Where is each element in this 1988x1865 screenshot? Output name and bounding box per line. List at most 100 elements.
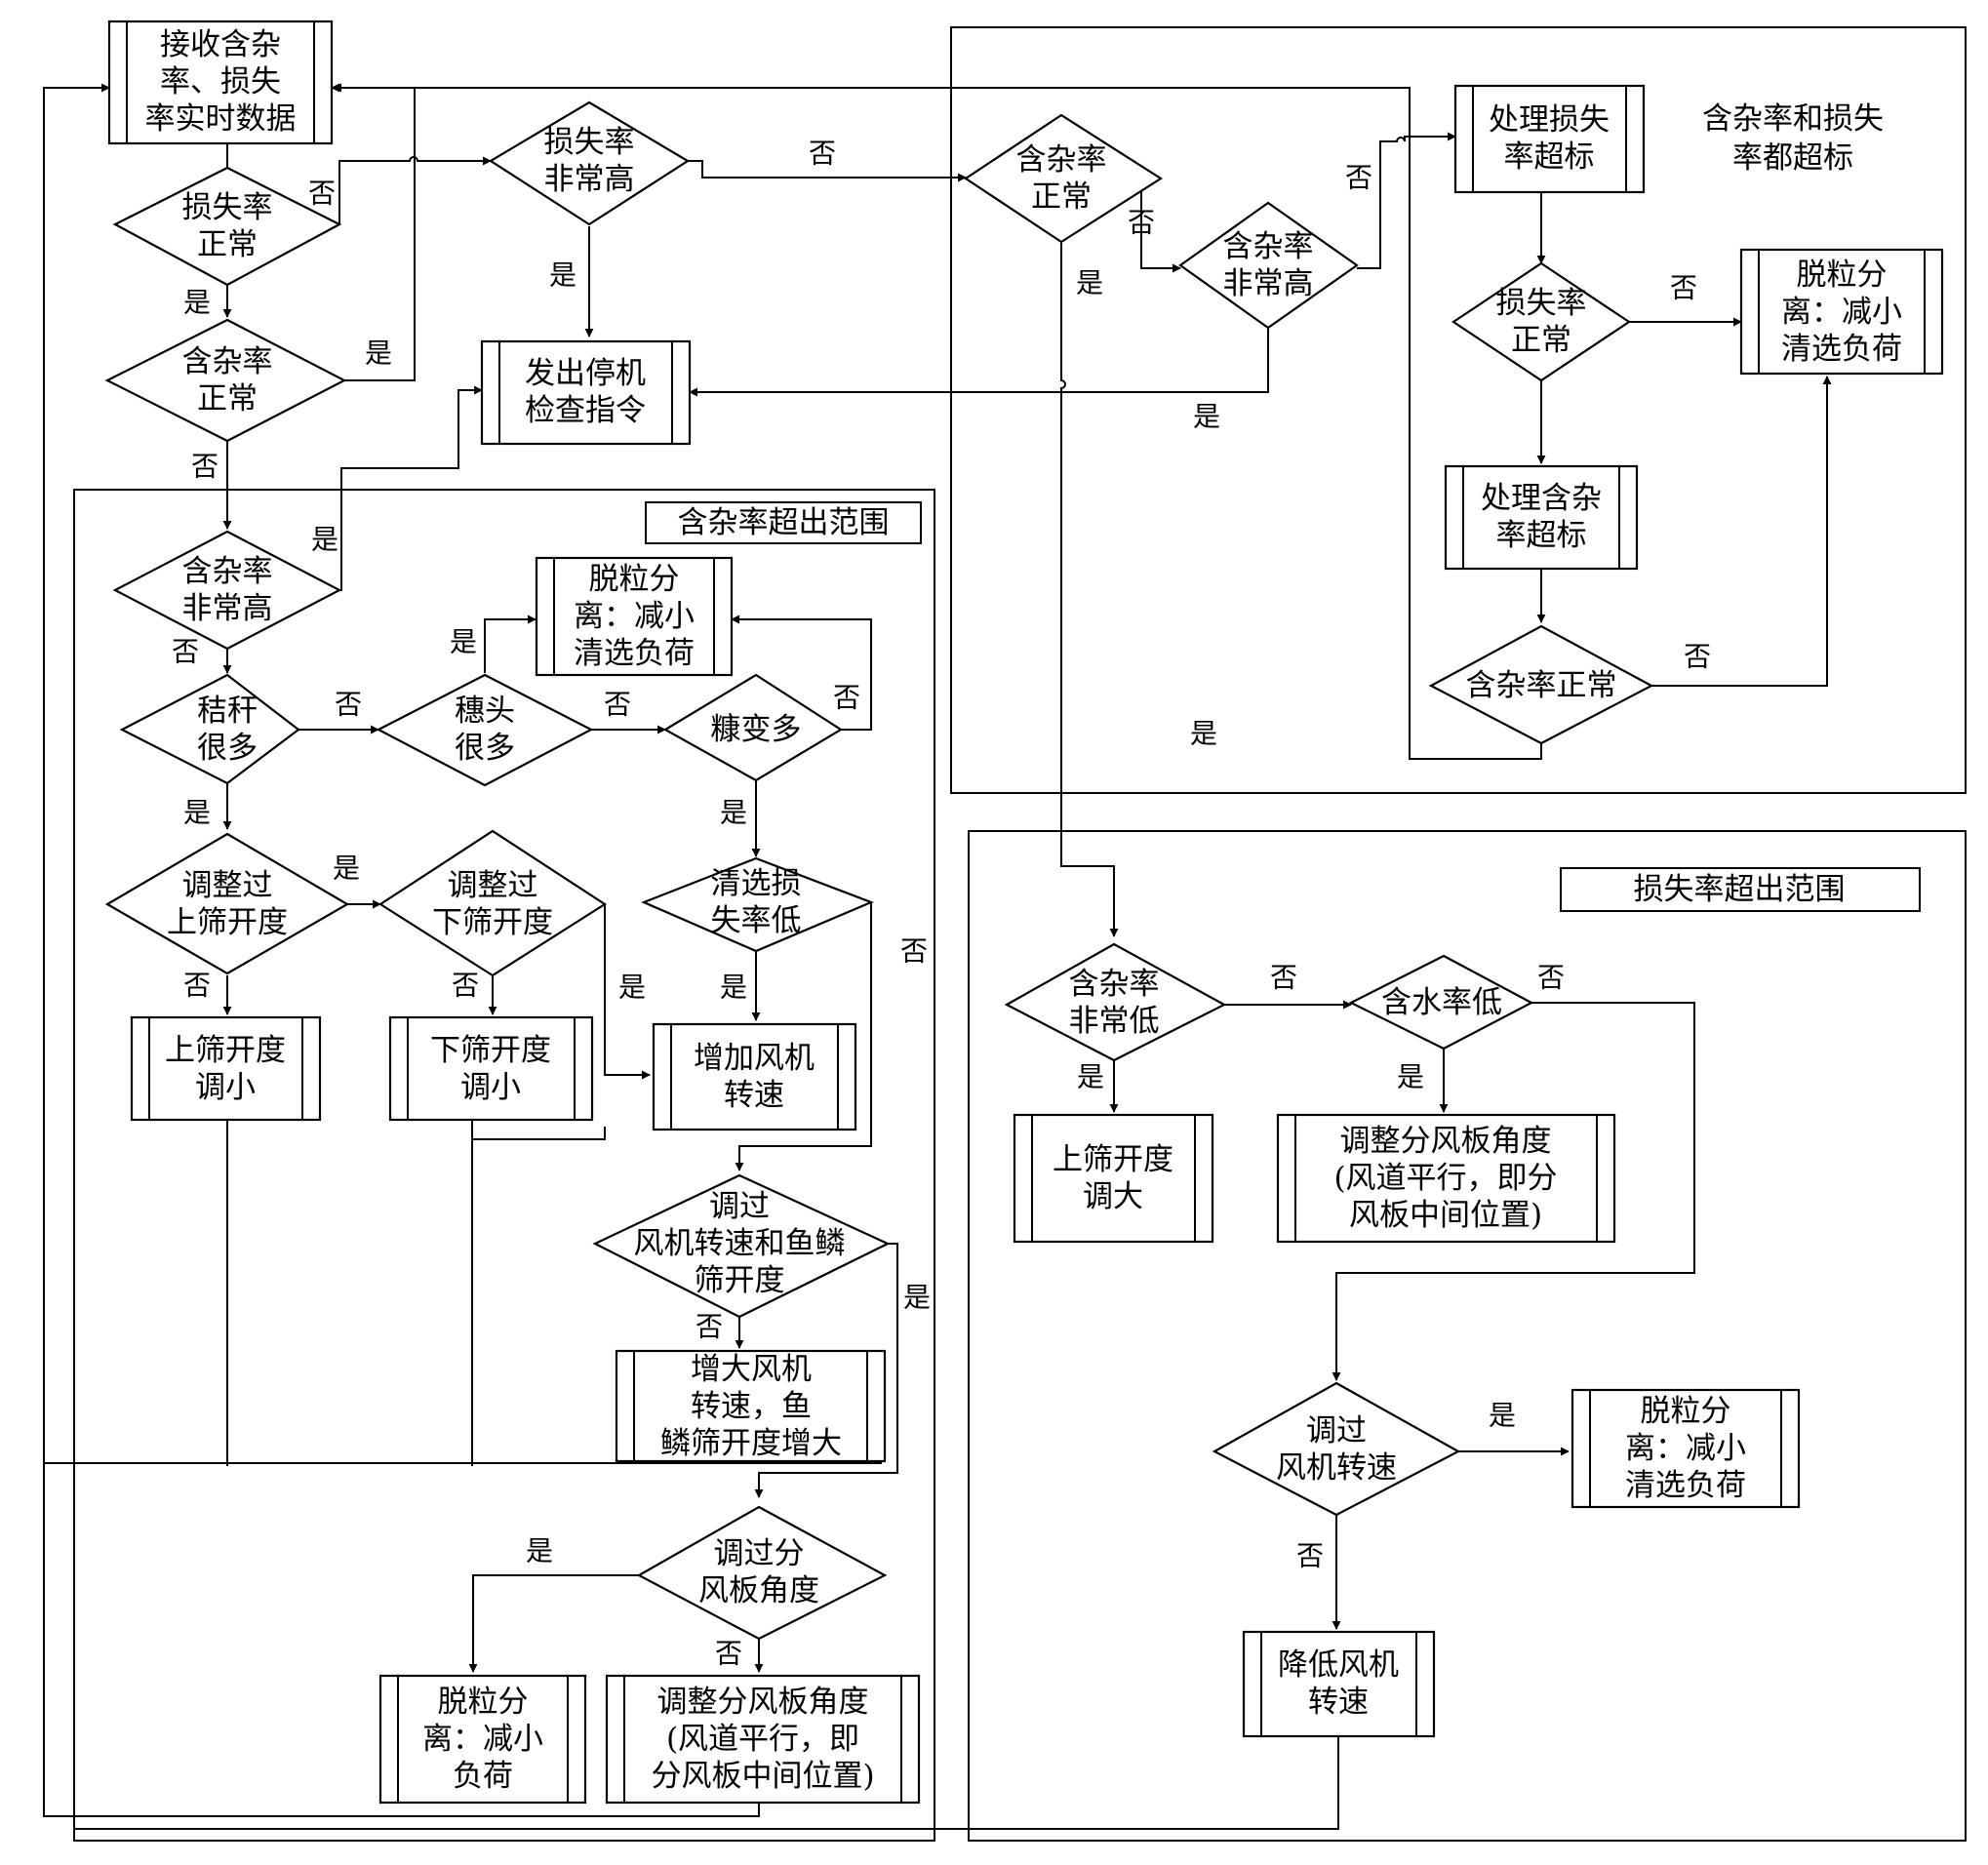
handle-loss-text: 率超标 xyxy=(1504,139,1595,175)
loss-normal-text: 正常 xyxy=(197,227,258,262)
no-label: 否 xyxy=(191,451,219,483)
adjusted-fan-fish-text: 风机转速和鱼鳞 xyxy=(634,1226,846,1261)
region-loss-range xyxy=(968,830,1967,1842)
impurity-very-high-2-text: 非常高 xyxy=(1223,266,1314,301)
impurity-very-low-text: 含杂率 xyxy=(1069,967,1160,1002)
thresh-reduce-2-box xyxy=(535,556,734,677)
increase-fan-fish-text: 鳞筛开度增大 xyxy=(660,1426,842,1461)
loss-very-high-text: 损失率 xyxy=(544,125,635,160)
yes-label: 是 xyxy=(1193,401,1220,433)
no-label: 否 xyxy=(1345,162,1372,194)
yes-label: 是 xyxy=(183,287,211,319)
connectors xyxy=(43,83,1832,1830)
clean-loss-low-diamond xyxy=(641,856,874,953)
stop-command-text: 发出停机 xyxy=(525,356,646,391)
region-loss-range-tag xyxy=(1560,867,1921,912)
adjusted-lower-text: 调整过 xyxy=(448,868,538,903)
thresh-reduce-1-box xyxy=(1739,248,1944,376)
yes-label: 是 xyxy=(333,853,360,885)
reduce-fan-text: 转速 xyxy=(1308,1685,1369,1720)
thresh-reduce-2-text: 清选负荷 xyxy=(574,636,695,671)
thresh-reduce-3-text: 清选负荷 xyxy=(1625,1468,1746,1503)
impurity-normal-1-text: 正常 xyxy=(197,381,258,417)
increase-fan-text: 转速 xyxy=(724,1078,784,1113)
moisture-low-text: 含水率低 xyxy=(1381,985,1502,1020)
increase-fan-fish-text: 增大风机 xyxy=(691,1352,812,1387)
thresh-reduce-1-text: 脱粒分 xyxy=(1797,258,1888,293)
thresh-reduce-load-text: 离：减小 xyxy=(422,1722,543,1757)
yes-label: 是 xyxy=(549,259,577,292)
clean-loss-low-text: 失率低 xyxy=(711,903,802,938)
both-exceed-text: 含杂率和损失 xyxy=(1702,101,1884,137)
yes-label: 是 xyxy=(1076,267,1103,299)
impurity-normal-2-diamond xyxy=(964,113,1164,244)
impurity-very-high-1-text: 含杂率 xyxy=(182,554,273,589)
no-label: 否 xyxy=(1270,962,1297,994)
thresh-reduce-1-text: 清选负荷 xyxy=(1781,332,1902,367)
ear-many-text: 穗头 xyxy=(455,694,515,729)
thresh-reduce-1-text: 离：减小 xyxy=(1781,295,1902,330)
yes-label: 是 xyxy=(618,972,646,1004)
no-label: 否 xyxy=(900,935,928,968)
adjusted-upper-diamond xyxy=(104,832,350,975)
straw-many-text: 很多 xyxy=(197,731,258,766)
impurity-normal-2-text: 含杂率 xyxy=(1016,142,1107,178)
adjust-divider-2-box xyxy=(1276,1113,1616,1244)
no-label: 否 xyxy=(696,1311,723,1343)
loss-very-high-text: 非常高 xyxy=(544,162,635,197)
no-label: 否 xyxy=(172,636,199,668)
no-label: 否 xyxy=(183,970,211,1002)
chaff-more-diamond xyxy=(662,673,844,782)
receive-data-text: 率、损失 xyxy=(160,64,281,99)
yes-label: 是 xyxy=(365,337,392,370)
no-label: 否 xyxy=(1537,962,1565,994)
thresh-reduce-3-text: 离：减小 xyxy=(1625,1431,1746,1466)
impurity-normal-1-text: 含杂率 xyxy=(182,344,273,379)
yes-label: 是 xyxy=(1190,718,1217,750)
straw-many-diamond xyxy=(119,673,300,785)
upper-larger-box xyxy=(1013,1113,1214,1244)
loss-normal-2-diamond xyxy=(1451,261,1631,382)
increase-fan-fish-text: 转速，鱼 xyxy=(691,1389,812,1424)
loss-very-high-diamond xyxy=(488,100,691,226)
adjust-divider-1-text: 调整分风板角度 xyxy=(657,1685,869,1720)
region-impurity-range-tag xyxy=(645,501,922,544)
adjusted-fan-fish-text: 调过 xyxy=(709,1189,770,1224)
no-label: 否 xyxy=(604,689,631,721)
loss-normal-2-text: 损失率 xyxy=(1496,286,1587,321)
adjusted-divider-diamond xyxy=(636,1505,888,1641)
no-label: 否 xyxy=(715,1638,742,1670)
adjusted-lower-text: 下筛开度 xyxy=(432,905,553,940)
thresh-reduce-3-box xyxy=(1571,1388,1801,1509)
handle-impurity-box xyxy=(1444,464,1639,571)
thresh-reduce-load-text: 负荷 xyxy=(453,1759,513,1794)
yes-label: 是 xyxy=(903,1282,931,1314)
no-label: 否 xyxy=(833,682,860,714)
upper-smaller-box xyxy=(130,1015,322,1122)
upper-larger-text: 调大 xyxy=(1083,1179,1143,1214)
adjust-divider-1-box xyxy=(605,1674,921,1805)
no-label: 否 xyxy=(335,689,362,721)
both-exceed-text: 率都超标 xyxy=(1732,140,1853,176)
impurity-very-high-2-diamond xyxy=(1178,201,1359,330)
upper-larger-text: 上筛开度 xyxy=(1053,1142,1173,1177)
yes-label: 是 xyxy=(450,626,477,658)
region-both-exceed xyxy=(950,26,1967,794)
receive-data-text: 接收含杂 xyxy=(160,27,281,62)
moisture-low-diamond xyxy=(1348,954,1534,1051)
no-label: 否 xyxy=(809,138,836,170)
region-impurity-range xyxy=(73,489,935,1842)
adjust-divider-1-text: (风道平行，即 xyxy=(666,1722,859,1757)
thresh-reduce-2-text: 脱粒分 xyxy=(589,562,680,597)
reduce-fan-box xyxy=(1242,1630,1436,1738)
increase-fan-fish-box xyxy=(615,1349,887,1463)
adjusted-divider-text: 调过分 xyxy=(714,1536,805,1571)
handle-impurity-text: 率超标 xyxy=(1496,518,1587,553)
lower-smaller-text: 调小 xyxy=(460,1070,521,1105)
handle-loss-box xyxy=(1453,84,1646,194)
adjust-divider-2-text: 风板中间位置) xyxy=(1349,1198,1542,1233)
thresh-reduce-2-text: 离：减小 xyxy=(574,599,695,634)
impurity-normal-3-diamond xyxy=(1428,624,1654,745)
handle-impurity-text: 处理含杂 xyxy=(1481,481,1602,516)
